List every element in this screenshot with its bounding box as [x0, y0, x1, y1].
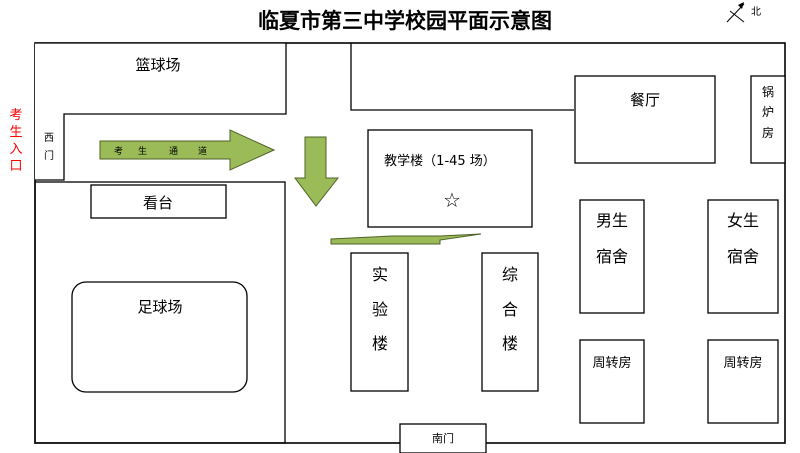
basketball-court [35, 42, 287, 181]
transit-housing-2 [707, 339, 779, 424]
svg-text:考: 考 [114, 146, 123, 157]
basketball-court-label: 篮球场 [135, 56, 180, 74]
route-arrow-south [294, 136, 340, 207]
teaching-building [367, 129, 533, 228]
north-arrow-icon [726, 2, 745, 23]
svg-text:男生: 男生 [596, 211, 628, 230]
svg-text:口: 口 [9, 159, 22, 174]
svg-text:通: 通 [169, 146, 178, 157]
svg-text:合: 合 [502, 300, 518, 319]
boiler-room-label: 锅 炉 房 [762, 84, 774, 140]
boiler-room [750, 75, 786, 164]
teaching-building-label: 教学楼（1-45 场） [384, 153, 496, 169]
svg-text:实: 实 [372, 265, 388, 284]
svg-text:考: 考 [9, 108, 22, 123]
south-gate-label: 南门 [432, 431, 454, 445]
svg-text:宿舍: 宿舍 [596, 247, 628, 266]
transit-housing-1-label: 周转房 [592, 355, 631, 371]
route-arrow-teaching [330, 233, 482, 245]
exam-star-icon: ☆ [443, 188, 461, 212]
female-dormitory [707, 199, 779, 314]
svg-text:验: 验 [372, 300, 388, 319]
svg-text:楼: 楼 [502, 334, 518, 353]
entrance-label: 考 生 入 口 [9, 108, 22, 174]
female-dormitory-label: 女生 宿舍 [727, 211, 759, 266]
svg-text:楼: 楼 [372, 334, 388, 353]
compass-label: 北 [751, 6, 761, 18]
svg-text:生: 生 [138, 145, 147, 157]
football-field [71, 281, 248, 393]
sports-field [34, 181, 286, 444]
complex-building-label: 综 合 楼 [502, 265, 518, 353]
route-arrow-east [99, 129, 276, 171]
transit-housing-2-label: 周转房 [723, 355, 762, 371]
svg-text:女生: 女生 [727, 211, 759, 230]
male-dormitory-label: 男生 宿舍 [596, 211, 628, 266]
svg-text:道: 道 [198, 145, 207, 157]
male-dormitory [579, 199, 645, 314]
stands-label: 看台 [143, 194, 173, 212]
svg-text:入: 入 [9, 142, 22, 157]
canteen-label: 餐厅 [630, 91, 660, 109]
route-label: 考 生 通 道 [114, 145, 207, 157]
lab-building [350, 252, 409, 392]
svg-text:综: 综 [502, 265, 518, 284]
canteen [574, 75, 716, 164]
svg-text:锅: 锅 [762, 84, 774, 99]
svg-text:炉: 炉 [762, 105, 774, 119]
svg-text:宿舍: 宿舍 [727, 247, 759, 266]
south-gate [399, 423, 487, 453]
svg-text:生: 生 [9, 125, 22, 140]
north-block [350, 43, 574, 111]
stands [90, 184, 227, 219]
west-gate-label-1: 西 [44, 133, 54, 144]
svg-text:房: 房 [762, 125, 774, 140]
lab-building-label: 实 验 楼 [372, 265, 388, 353]
west-gate-label-2: 门 [44, 149, 54, 162]
complex-building [481, 252, 539, 392]
football-field-label: 足球场 [137, 298, 182, 316]
transit-housing-1 [579, 339, 645, 424]
map-title: 临夏市第三中学校园平面示意图 [258, 9, 552, 33]
